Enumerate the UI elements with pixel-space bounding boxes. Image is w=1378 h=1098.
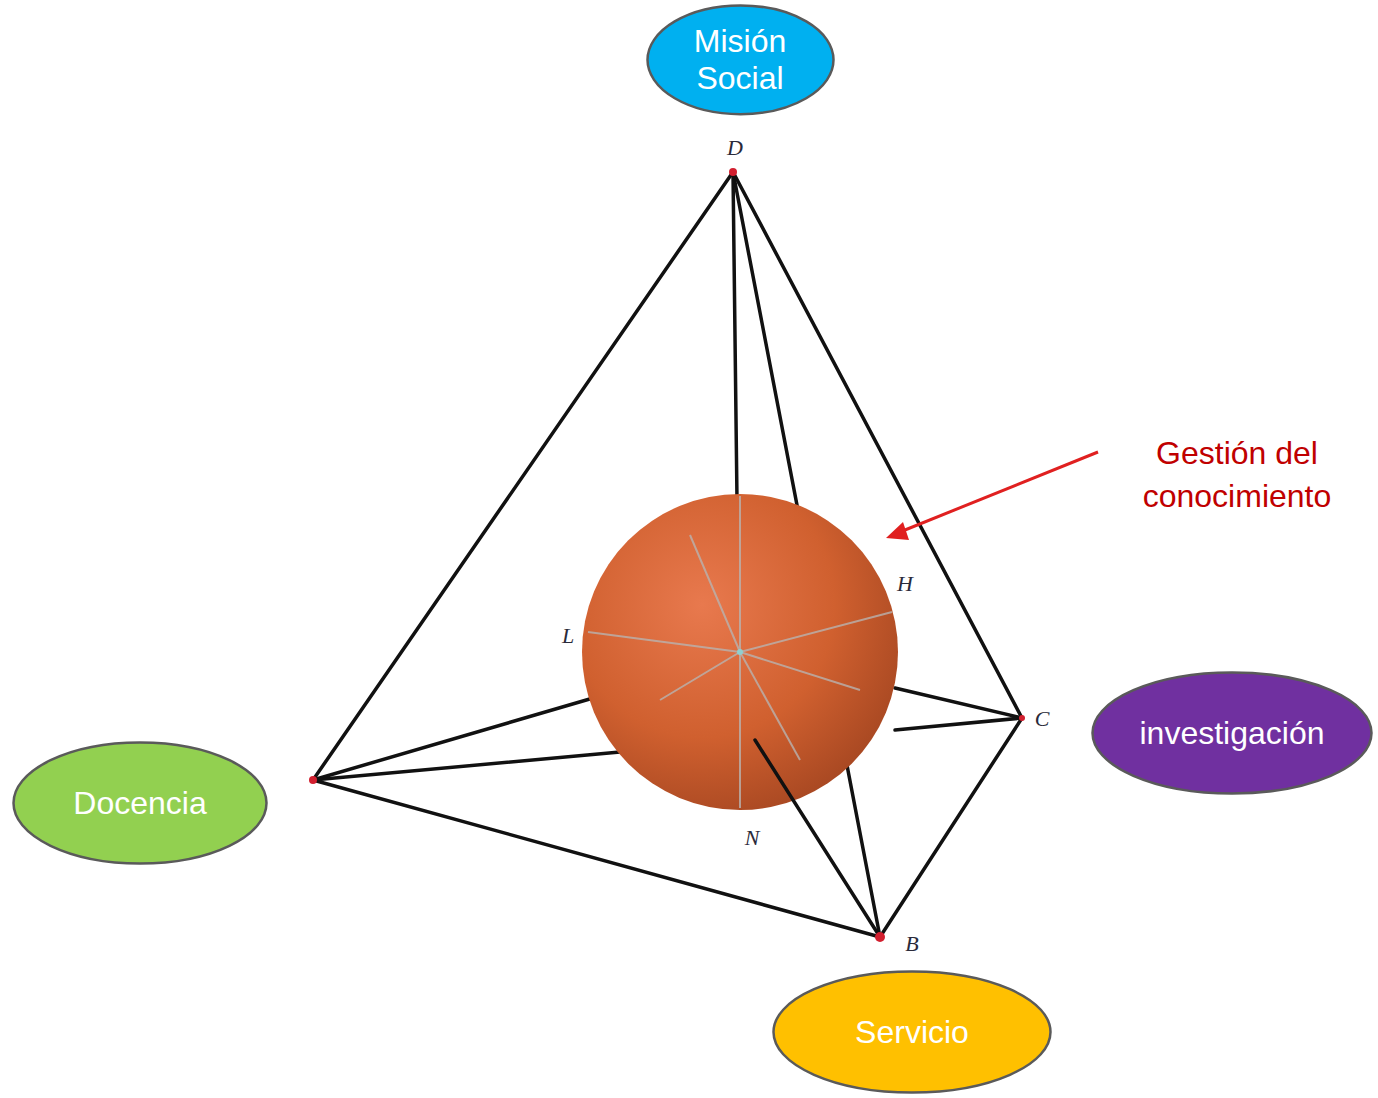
teaching-ellipse: Docencia bbox=[12, 741, 268, 865]
callout-label: Gestión del conocimiento bbox=[1102, 432, 1372, 518]
service-ellipse: Servicio bbox=[772, 970, 1052, 1094]
node-text: investigación bbox=[1140, 715, 1325, 752]
tetrahedron-edges bbox=[313, 172, 1022, 937]
node-text: Docencia bbox=[73, 785, 206, 822]
mission-ellipse: Misión Social bbox=[646, 4, 835, 116]
research-ellipse: investigación bbox=[1091, 671, 1373, 795]
vertex-dots bbox=[309, 168, 1025, 942]
vertex-letter: C bbox=[1035, 706, 1050, 732]
node-text: Misión Social bbox=[675, 23, 805, 97]
node-text: Servicio bbox=[855, 1014, 969, 1051]
point-letter: N bbox=[745, 825, 760, 851]
vertex-letter: B bbox=[905, 931, 918, 957]
point-letter: L bbox=[562, 623, 574, 649]
point-letter: H bbox=[897, 571, 913, 597]
callout-arrow bbox=[886, 452, 1098, 540]
knowledge-sphere bbox=[582, 494, 898, 810]
sphere-axes bbox=[588, 496, 892, 808]
inner-edge bbox=[755, 740, 880, 937]
vertex-letter: D bbox=[727, 135, 743, 161]
